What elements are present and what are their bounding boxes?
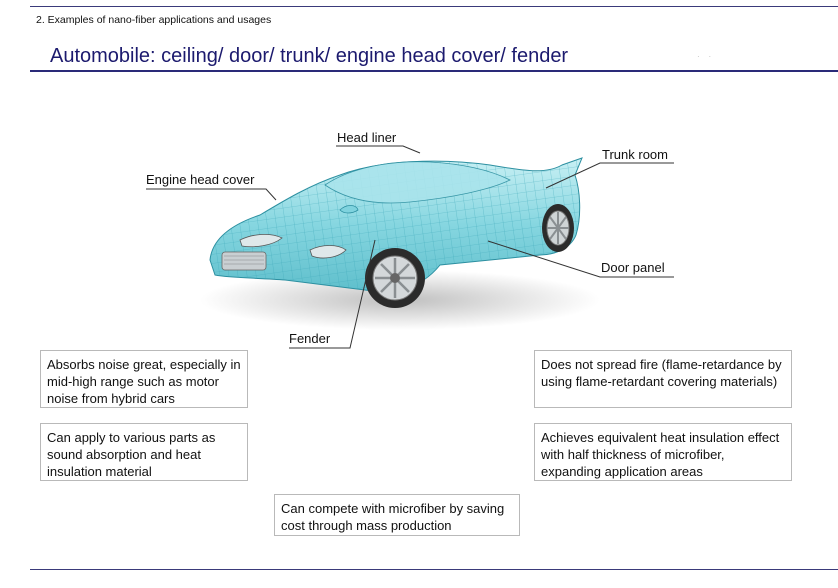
side-mirror: [339, 205, 359, 214]
grille-lines: [224, 255, 264, 265]
headlight-left: [239, 234, 283, 248]
note-noise-absorption: Absorbs noise great, especially in mid-h…: [40, 350, 248, 408]
note-flame-retardance: Does not spread fire (flame-retardance b…: [534, 350, 792, 408]
title-rule: [30, 70, 838, 72]
rear-wheel: [542, 204, 574, 252]
section-label: 2. Examples of nano-fiber applications a…: [36, 14, 272, 26]
callout-engine-head-cover: Engine head cover: [146, 172, 255, 187]
front-grille: [221, 251, 267, 271]
callout-trunk-room: Trunk room: [602, 147, 668, 162]
top-rule: [30, 6, 838, 7]
car-windshield: [324, 161, 511, 204]
note-various-parts: Can apply to various parts as sound abso…: [40, 423, 248, 481]
slide-title: Automobile: ceiling/ door/ trunk/ engine…: [50, 45, 569, 67]
note-heat-insulation: Achieves equivalent heat insulation effe…: [534, 423, 792, 481]
callout-door-panel: Door panel: [601, 260, 665, 275]
front-wheel: [365, 248, 425, 308]
car-illustration: [190, 130, 610, 350]
title-decoration: · ·: [697, 52, 712, 61]
bottom-rule: [30, 569, 838, 570]
callout-fender: Fender: [289, 331, 331, 346]
car-wireframe-image: [200, 157, 600, 330]
callout-head-liner: Head liner: [337, 130, 397, 145]
note-cost-competition: Can compete with microfiber by saving co…: [274, 494, 520, 536]
